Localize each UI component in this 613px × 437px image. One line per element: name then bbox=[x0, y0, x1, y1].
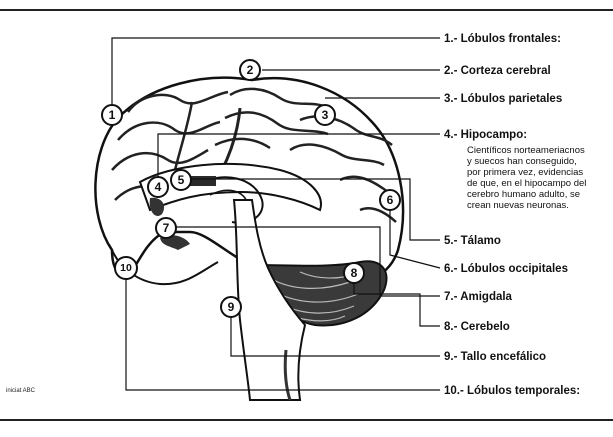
svg-text:10: 10 bbox=[120, 262, 132, 274]
top-rule bbox=[0, 9, 613, 11]
label-parietal-lobes: 3.- Lóbulos parietales bbox=[444, 93, 562, 105]
svg-text:4: 4 bbox=[155, 180, 162, 194]
label-thalamus: 5.- Tálamo bbox=[444, 235, 501, 247]
svg-text:3: 3 bbox=[322, 108, 329, 122]
callout-1: 1 bbox=[102, 105, 122, 125]
label-frontal-lobes: 1.- Lóbulos frontales: bbox=[444, 33, 561, 45]
label-cerebellum: 8.- Cerebelo bbox=[444, 321, 510, 333]
label-temporal-lobes: 10.- Lóbulos temporales: bbox=[444, 385, 580, 397]
label-cerebral-cortex: 2.- Corteza cerebral bbox=[444, 65, 551, 77]
label-brainstem: 9.- Tallo encefálico bbox=[444, 351, 546, 363]
svg-text:Científicos norteameriacnos: Científicos norteameriacnos bbox=[467, 145, 585, 156]
callout-2: 2 bbox=[240, 60, 260, 80]
bottom-rule bbox=[0, 419, 613, 421]
callout-4: 4 bbox=[148, 177, 168, 197]
callout-5: 5 bbox=[171, 170, 191, 190]
brain-illustration bbox=[95, 78, 403, 400]
svg-text:1: 1 bbox=[109, 108, 116, 122]
thalamus-shape bbox=[190, 176, 216, 186]
svg-text:cerebro humano adulto, se: cerebro humano adulto, se bbox=[467, 189, 580, 200]
callout-9: 9 bbox=[221, 297, 241, 317]
callout-6: 6 bbox=[380, 190, 400, 210]
svg-text:5: 5 bbox=[178, 173, 185, 187]
legend-labels: 1.- Lóbulos frontales: 2.- Corteza cereb… bbox=[444, 33, 586, 397]
svg-text:9: 9 bbox=[228, 300, 235, 314]
svg-text:2: 2 bbox=[247, 63, 254, 77]
label-occipital-lobes: 6.- Lóbulos occipitales bbox=[444, 263, 568, 275]
callout-10: 10 bbox=[115, 257, 137, 279]
callout-8: 8 bbox=[344, 263, 364, 283]
label-amygdala: 7.- Amigdala bbox=[444, 291, 513, 303]
svg-text:de que, en el hipocampo del: de que, en el hipocampo del bbox=[467, 178, 586, 189]
label-hippocampus: 4.- Hipocampo: bbox=[444, 129, 527, 141]
svg-text:y suecos han conseguido,: y suecos han conseguido, bbox=[467, 156, 577, 167]
svg-text:crean nuevas neuronas.: crean nuevas neuronas. bbox=[467, 200, 569, 211]
callout-7: 7 bbox=[156, 218, 176, 238]
hippocampus-note: Científicos norteameriacnos y suecos han… bbox=[467, 145, 586, 211]
svg-text:7: 7 bbox=[163, 221, 170, 235]
svg-text:por primera vez, evidencias: por primera vez, evidencias bbox=[467, 167, 583, 178]
svg-text:8: 8 bbox=[351, 266, 358, 280]
callout-3: 3 bbox=[315, 105, 335, 125]
image-credit: iniciat ABC bbox=[6, 388, 36, 394]
svg-text:6: 6 bbox=[387, 193, 394, 207]
